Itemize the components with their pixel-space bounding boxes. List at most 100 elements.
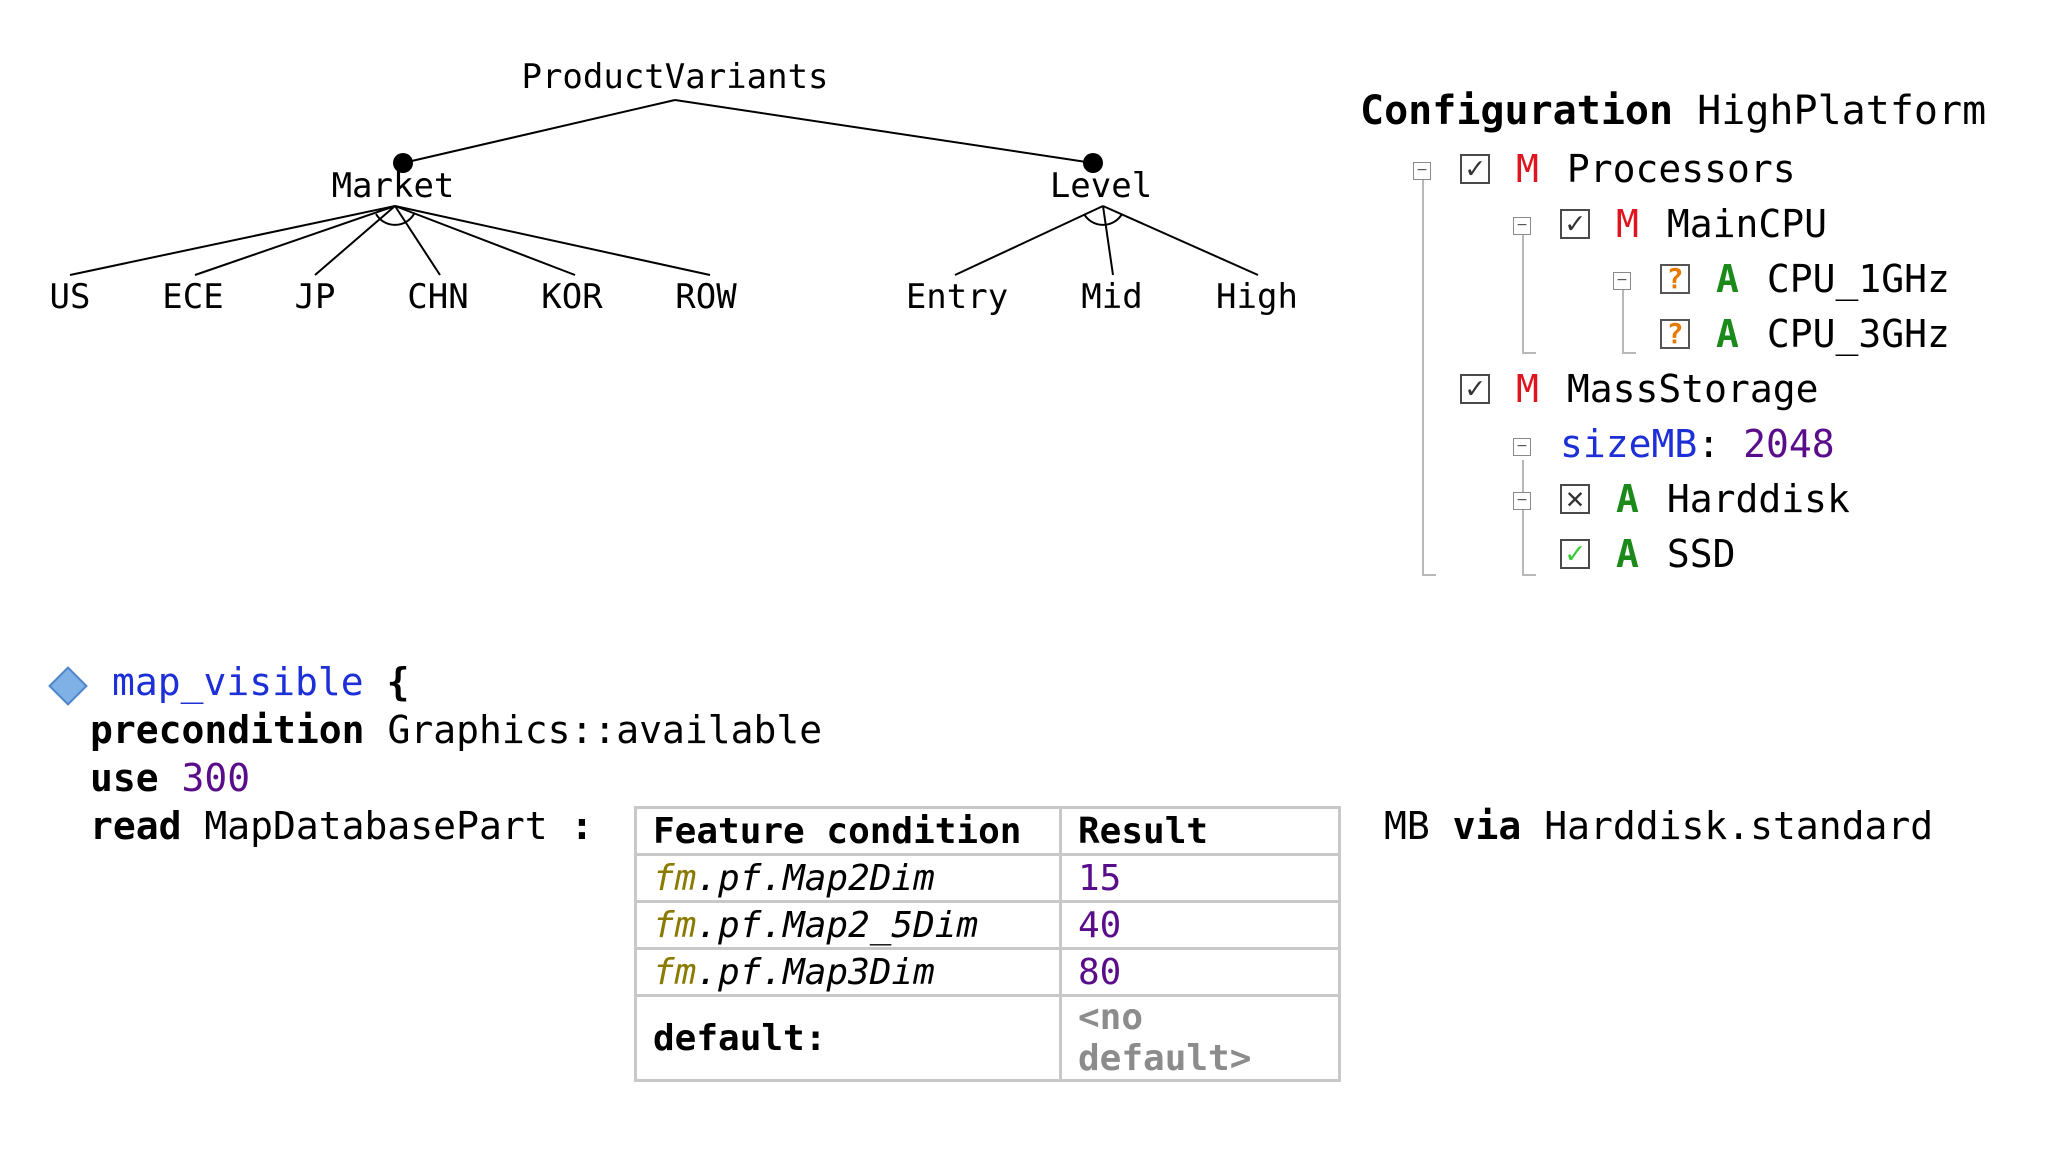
table-header: Result <box>1059 806 1341 856</box>
feature-label: CPU_1GHz <box>1766 257 1950 301</box>
feature-leaf: CHN <box>407 277 468 317</box>
table-row[interactable]: fm.pf.Map3Dim 80 <box>634 947 1341 997</box>
use-value[interactable]: 300 <box>181 756 251 800</box>
checkbox-selected-icon[interactable]: ✓ <box>1560 539 1590 569</box>
edge-market-chn <box>394 205 441 276</box>
unit-label: MB <box>1384 804 1430 848</box>
level-mandatory-dot <box>1083 153 1103 173</box>
config-row-sizemb: sizeMB: 2048 <box>1560 419 1835 469</box>
collapse-toggle-icon[interactable]: − <box>1513 217 1531 235</box>
feature-leaf: Entry <box>906 277 1008 317</box>
tree-guide-line <box>1522 460 1524 576</box>
edge-market-ece <box>194 205 396 276</box>
code-line-header: map_visible { <box>112 660 409 704</box>
feature-label: SSD <box>1666 532 1736 576</box>
mandatory-tag: M <box>1516 367 1539 411</box>
condition-cell[interactable]: fm.pf.Map2Dim <box>634 853 1062 903</box>
collapse-toggle-icon[interactable]: − <box>1413 162 1431 180</box>
code-line-use: use 300 <box>90 756 250 800</box>
open-brace: { <box>386 660 410 704</box>
tree-guide-line <box>1522 352 1536 354</box>
alternative-tag: A <box>1616 532 1639 576</box>
table-row[interactable]: fm.pf.Map2Dim 15 <box>634 853 1341 903</box>
via-value[interactable]: Harddisk.standard <box>1544 804 1934 848</box>
checkbox-undecided-icon[interactable]: ? <box>1660 319 1690 349</box>
config-row-harddisk: ✕ A Harddisk <box>1560 474 1850 524</box>
edge-level-mid <box>1102 205 1114 276</box>
feature-leaf: Mid <box>1081 277 1142 317</box>
collapse-toggle-icon[interactable]: − <box>1513 438 1531 456</box>
fm-prefix: fm <box>653 951 697 993</box>
configuration-title: Configuration HighPlatform <box>1360 88 1986 134</box>
default-value[interactable]: <no default> <box>1059 994 1341 1082</box>
edge-market-kor <box>394 205 576 276</box>
config-row-cpu-3ghz: ? A CPU_3GHz <box>1660 309 1950 359</box>
table-row[interactable]: fm.pf.Map2_5Dim 40 <box>634 900 1341 950</box>
alternative-tag: A <box>1716 312 1739 356</box>
market-alternative-arc <box>375 213 415 226</box>
feature-leaf: KOR <box>541 277 603 317</box>
collapse-toggle-icon[interactable]: − <box>1513 492 1531 510</box>
config-row-cpu-1ghz: ? A CPU_1GHz <box>1660 254 1950 304</box>
collapse-toggle-icon[interactable]: − <box>1613 272 1631 290</box>
feature-label: CPU_3GHz <box>1766 312 1950 356</box>
tree-guide-line <box>1522 574 1536 576</box>
read-value[interactable]: MapDatabasePart <box>204 804 548 848</box>
edge-market-us <box>69 205 396 276</box>
feature-level: Level <box>1050 166 1152 206</box>
configuration-name: HighPlatform <box>1697 88 1987 134</box>
table-header: Feature condition <box>634 806 1062 856</box>
default-label: default: <box>634 994 1062 1082</box>
diamond-icon <box>48 666 88 706</box>
checkbox-checked-icon[interactable]: ✓ <box>1560 209 1590 239</box>
checkbox-checked-icon[interactable]: ✓ <box>1460 374 1490 404</box>
edge-level-high <box>1102 205 1259 276</box>
precondition-value[interactable]: Graphics::available <box>387 708 823 752</box>
result-cell[interactable]: 80 <box>1059 947 1341 997</box>
feature-label: Processors <box>1566 147 1796 191</box>
function-name[interactable]: map_visible <box>112 660 364 704</box>
feature-leaf: JP <box>295 277 336 317</box>
checkbox-undecided-icon[interactable]: ? <box>1660 264 1690 294</box>
table-default-row[interactable]: default: <no default> <box>634 994 1341 1082</box>
feature-label: MainCPU <box>1666 202 1828 246</box>
fm-prefix: fm <box>653 904 697 946</box>
level-alternative-arc <box>1083 213 1123 226</box>
checkbox-excluded-icon[interactable]: ✕ <box>1560 484 1590 514</box>
feature-path: .Map3Dim <box>761 951 935 993</box>
condition-cell[interactable]: fm.pf.Map3Dim <box>634 947 1062 997</box>
code-line-read-tail: MB via Harddisk.standard <box>1384 804 1933 848</box>
result-cell[interactable]: 15 <box>1059 853 1341 903</box>
feature-label: Harddisk <box>1666 477 1850 521</box>
tree-guide-line <box>1622 290 1624 354</box>
read-keyword: read <box>90 804 182 848</box>
edge-root-market <box>402 99 676 164</box>
condition-cell[interactable]: fm.pf.Map2_5Dim <box>634 900 1062 950</box>
feature-leaf: High <box>1216 277 1298 317</box>
read-colon: : <box>570 804 594 848</box>
tree-guide-line <box>1622 352 1636 354</box>
attribute-value[interactable]: 2048 <box>1743 422 1835 466</box>
code-line-precondition: precondition Graphics::available <box>90 708 822 752</box>
feature-leaf: ROW <box>675 277 737 317</box>
tree-guide-line <box>1422 574 1436 576</box>
checkbox-checked-icon[interactable]: ✓ <box>1460 154 1490 184</box>
configuration-keyword: Configuration <box>1360 88 1674 134</box>
attribute-separator: : <box>1697 422 1721 466</box>
feature-market: Market <box>332 166 455 206</box>
config-row-massstorage: ✓ M MassStorage <box>1460 364 1819 414</box>
edge-root-level <box>674 99 1094 164</box>
attribute-name: sizeMB <box>1560 422 1698 466</box>
edge-level-entry <box>954 205 1104 276</box>
feature-path: .Map2_5Dim <box>761 904 979 946</box>
alternative-tag: A <box>1716 257 1739 301</box>
feature-root: ProductVariants <box>521 57 828 97</box>
fm-prefix: fm <box>653 857 697 899</box>
feature-model-diagram: ProductVariants Market Level US ECE JP C… <box>50 57 1298 317</box>
config-row-maincpu: ✓ M MainCPU <box>1560 199 1827 249</box>
feature-leaf: ECE <box>162 277 223 317</box>
result-cell[interactable]: 40 <box>1059 900 1341 950</box>
feature-path: .Map2Dim <box>761 857 935 899</box>
pf-separator: .pf <box>696 904 762 946</box>
config-row-ssd: ✓ A SSD <box>1560 529 1736 579</box>
